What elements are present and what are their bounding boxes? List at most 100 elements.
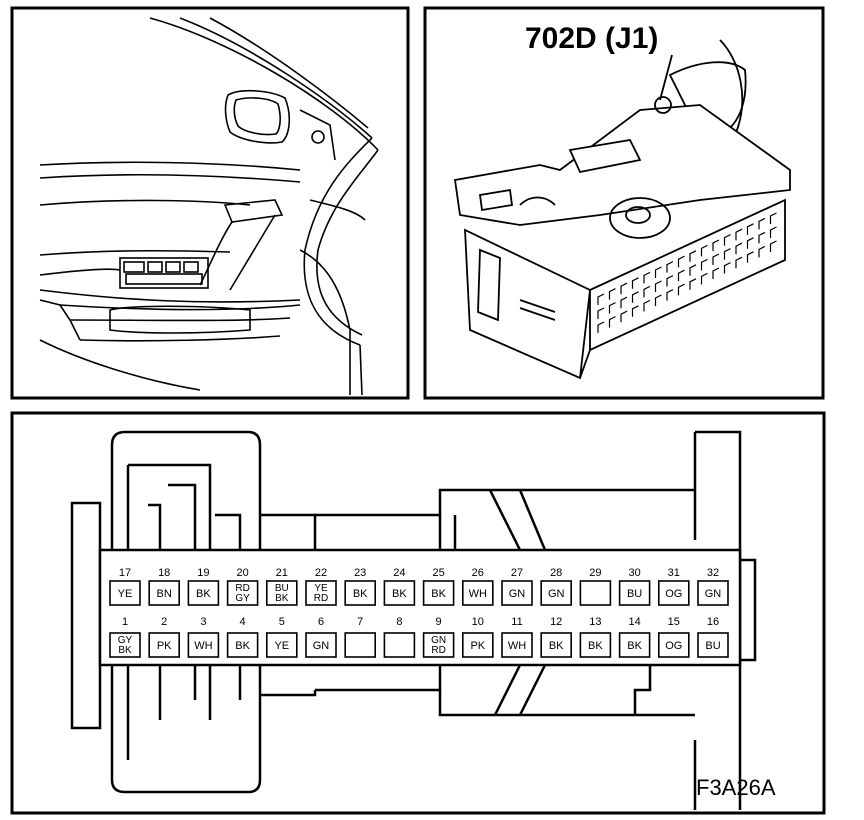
- wire-color: BU: [705, 640, 720, 652]
- pin-slot: [608, 316, 616, 328]
- pin-number: 26: [472, 567, 484, 579]
- pin-slot: [666, 275, 674, 287]
- pin-number: 15: [668, 616, 680, 628]
- pin-slot: [654, 266, 662, 278]
- pin-slot: [620, 310, 628, 323]
- pin-slot: [654, 294, 662, 306]
- wire-color: YE: [274, 640, 289, 652]
- wire-color: GN: [313, 640, 330, 652]
- door-illustration-panel: [10, 6, 410, 400]
- pin-slot: [758, 245, 766, 258]
- wire-color: BK: [549, 640, 564, 652]
- pin-cavity: [109, 632, 141, 658]
- pin-cavity: [265, 632, 298, 658]
- connector-illustration-panel: 702D (J1): [423, 6, 825, 400]
- pin-cavity: [579, 580, 612, 606]
- pin-5: 5YE: [265, 616, 298, 658]
- wire-color: YE: [314, 583, 328, 594]
- pin-slot: [608, 288, 616, 300]
- pin-slot: [735, 256, 743, 269]
- pin-slot: [769, 240, 777, 252]
- pin-cavity: [109, 580, 141, 606]
- pin-slot: [620, 296, 628, 309]
- pin-cavity: [226, 580, 259, 606]
- wire-color: GY: [118, 635, 133, 646]
- pin-slot: [700, 258, 708, 271]
- pin-cavity: [344, 580, 377, 606]
- pin-number: 20: [236, 567, 248, 579]
- pin-cavity: [422, 580, 455, 606]
- pin-29: 29: [579, 567, 612, 606]
- pin-slot: [631, 291, 639, 303]
- pin-slot: [666, 261, 674, 273]
- pin-slot: [677, 269, 685, 282]
- pin-6: 6GN: [305, 616, 337, 658]
- pin-number: 27: [511, 567, 523, 579]
- wire-color: GN: [431, 635, 446, 646]
- pin-cavity: [265, 580, 298, 606]
- wire-color: BK: [627, 640, 642, 652]
- pin-slot: [735, 228, 743, 241]
- wire-color: GN: [548, 588, 565, 600]
- pin-number: 23: [354, 567, 366, 579]
- pin-number: 18: [158, 567, 170, 579]
- pin-cavity: [305, 632, 337, 658]
- wire-color: WH: [469, 588, 487, 600]
- pin-cavity: [501, 632, 533, 658]
- pin-number: 32: [707, 567, 719, 579]
- wire-color: YE: [118, 588, 133, 600]
- pin-number: 1: [122, 616, 128, 628]
- pin-cavity: [461, 632, 494, 658]
- pin-cavity: [344, 632, 377, 658]
- wire-color: BK: [588, 640, 603, 652]
- pin-slot: [769, 226, 777, 238]
- pin-slot: [631, 305, 639, 317]
- wire-color: GN: [509, 588, 526, 600]
- pin-cavity: [697, 632, 729, 658]
- pin-grid-perspective: [597, 212, 777, 333]
- wire-color: RD: [314, 593, 328, 604]
- pin-number: 14: [628, 616, 640, 628]
- pin-cavity: [657, 580, 690, 606]
- wire-color: BK: [353, 588, 368, 600]
- pin-number: 21: [276, 567, 288, 579]
- wire-color: BK: [392, 588, 407, 600]
- pin-cavity: [618, 632, 651, 658]
- pin-cavity: [461, 580, 494, 606]
- pin-number: 29: [589, 567, 601, 579]
- pin-cavity: [305, 580, 337, 606]
- wire-color: WH: [194, 640, 212, 652]
- pin-cavity: [383, 580, 416, 606]
- pin-cavity: [187, 580, 220, 606]
- pin-cavity: [148, 632, 180, 658]
- pin-slot: [643, 271, 651, 284]
- pin-slot: [746, 251, 754, 263]
- pin-3: 3WH: [187, 616, 220, 658]
- wire-color: GN: [705, 588, 722, 600]
- pin-slot: [677, 283, 685, 296]
- wire-color: BK: [196, 588, 211, 600]
- pin-7: 7: [344, 616, 377, 658]
- wire-color: OG: [665, 588, 682, 600]
- pin-slot: [620, 282, 628, 295]
- pin-slot: [689, 278, 697, 290]
- wire-color: BN: [157, 588, 172, 600]
- wire-color: BU: [627, 588, 642, 600]
- wire-color: BK: [235, 640, 250, 652]
- pin-number: 12: [550, 616, 562, 628]
- wire-color: GY: [235, 593, 250, 604]
- pin-number: 10: [472, 616, 484, 628]
- pin-cavity: [540, 580, 573, 606]
